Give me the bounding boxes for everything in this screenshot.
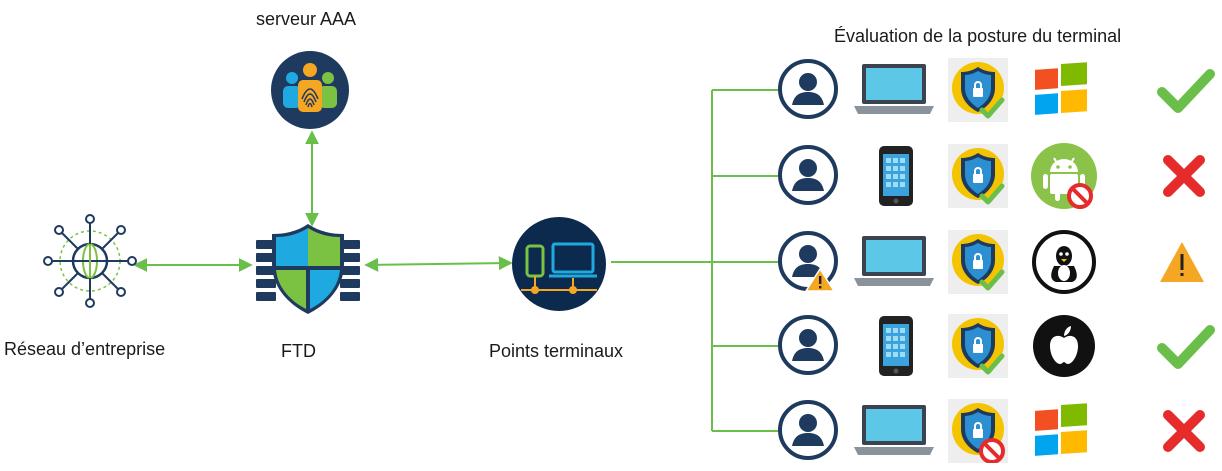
posture-blocked-icon	[948, 399, 1008, 463]
user-icon	[778, 315, 838, 375]
aaa-server-icon	[271, 51, 349, 129]
user-warning-icon	[778, 231, 838, 292]
ftd-label: FTD	[281, 341, 316, 361]
laptop-icon	[854, 236, 934, 286]
posture-compliant-icon	[948, 314, 1008, 378]
cross-icon	[1163, 155, 1205, 197]
windows-icon	[1035, 62, 1087, 115]
cross-icon	[1163, 410, 1205, 452]
ftd-firewall-icon	[256, 224, 360, 314]
posture-compliant-icon	[948, 144, 1008, 208]
check-icon	[1157, 69, 1215, 113]
posture-assessment-title: Évaluation de la posture du terminal	[834, 26, 1122, 46]
user-icon	[778, 400, 838, 460]
posture-compliant-icon	[948, 230, 1008, 294]
endpoints-icon	[512, 217, 606, 311]
enterprise-network-label: Réseau d’entreprise	[4, 339, 166, 359]
linux-icon	[1032, 230, 1096, 294]
aaa-server-label: serveur AAA	[256, 9, 357, 29]
check-icon	[1157, 325, 1215, 369]
ftd-endpoints-link	[364, 256, 513, 272]
user-icon	[778, 145, 838, 205]
phone-icon	[879, 146, 913, 206]
warning-icon	[1160, 242, 1204, 282]
apple-icon	[1033, 315, 1095, 377]
endpoints-label: Points terminaux	[489, 341, 624, 361]
enterprise-network-icon	[43, 214, 137, 308]
android-icon	[1031, 143, 1097, 209]
posture-compliant-icon	[948, 58, 1008, 122]
phone-icon	[879, 316, 913, 376]
laptop-icon	[854, 405, 934, 455]
user-icon	[778, 59, 838, 119]
windows-icon	[1035, 403, 1087, 456]
laptop-icon	[854, 64, 934, 114]
